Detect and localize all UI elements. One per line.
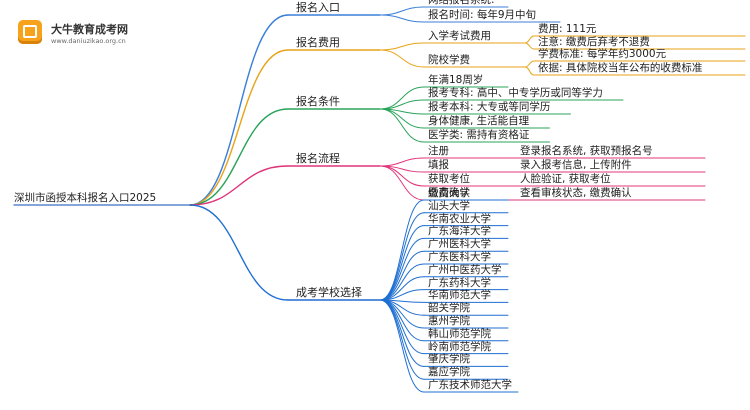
section-0-label: 报名入口 bbox=[296, 1, 340, 14]
section-1-subitem: 注意: 缴费后弃考不退费 bbox=[538, 36, 650, 48]
section-4-item: 广东药科大学 bbox=[428, 276, 491, 289]
section-4-item: 广州医科大学 bbox=[428, 238, 491, 251]
section-3-item: 注册 bbox=[428, 145, 449, 157]
section-4-item: 广东技术师范大学 bbox=[428, 379, 512, 391]
sub-connector bbox=[524, 60, 535, 68]
section-4-item: 汕头大学 bbox=[428, 199, 470, 212]
item-connector bbox=[379, 14, 425, 23]
section-4-item: 惠州学院 bbox=[428, 315, 470, 327]
section-3-item: 填报 bbox=[428, 159, 449, 171]
section-4-item: 肇庆学院 bbox=[428, 353, 470, 366]
root-topic: 深圳市函授本科报名入口2025 bbox=[14, 192, 157, 204]
section-0-item: 报名时间: 每年9月中旬 bbox=[428, 9, 537, 21]
brand-logo: 大牛教育成考网 www.daniuzikao.org.cn bbox=[18, 16, 138, 50]
item-connector bbox=[379, 299, 425, 393]
section-4-item: 华南师范大学 bbox=[428, 289, 491, 302]
section-3-label: 报名流程 bbox=[296, 152, 340, 165]
section-4-label: 成考学校选择 bbox=[296, 286, 362, 299]
section-2-item: 报考专科: 高中、中专学历或同等学力 bbox=[428, 87, 603, 99]
sub-connector bbox=[524, 42, 535, 50]
item-connector bbox=[379, 99, 425, 110]
section-2-item: 身体健康, 生活能自理 bbox=[428, 115, 530, 127]
item-connector bbox=[379, 299, 425, 367]
item-connector bbox=[379, 108, 425, 143]
section-4-item: 广州中医药大学 bbox=[428, 263, 502, 276]
section-3-item: 缴费确认 bbox=[428, 187, 470, 199]
section-4-item: 岭南师范学院 bbox=[428, 340, 491, 353]
brand-name: 大牛教育成考网 bbox=[51, 23, 128, 36]
section-3-note: 登录报名系统, 获取预报名号 bbox=[520, 145, 653, 157]
section-4-item: 广东海洋大学 bbox=[428, 225, 491, 238]
section-1-item: 入学考试费用 bbox=[428, 30, 491, 42]
item-connector bbox=[379, 49, 425, 68]
section-connector bbox=[189, 108, 289, 206]
item-connector bbox=[379, 199, 425, 301]
item-connector bbox=[379, 86, 425, 110]
section-connector bbox=[189, 165, 289, 206]
section-connector bbox=[189, 204, 289, 301]
section-4-item: 韩山师范学院 bbox=[428, 327, 491, 340]
section-1-subitem: 依据: 具体院校当年公布的收费标准 bbox=[538, 62, 703, 74]
item-connector bbox=[379, 42, 425, 51]
section-1-subitem: 学费标准: 每学年约3000元 bbox=[538, 48, 667, 60]
sub-connector bbox=[524, 35, 535, 44]
section-4-item: 华南农业大学 bbox=[428, 212, 491, 225]
item-connector bbox=[379, 6, 425, 16]
section-1-subitem: 费用: 111元 bbox=[538, 23, 597, 35]
section-4-item: 嘉应学院 bbox=[428, 366, 470, 379]
section-3-note: 查看审核状态, 缴费确认 bbox=[520, 187, 632, 199]
section-3-item: 获取考位 bbox=[428, 173, 470, 185]
section-2-item: 医学类: 需持有资格证 bbox=[428, 129, 530, 141]
item-connector bbox=[379, 250, 425, 301]
item-connector bbox=[379, 237, 425, 301]
section-connector bbox=[189, 49, 289, 206]
item-connector bbox=[379, 212, 425, 301]
section-0-item: 网络报名系统: bbox=[428, 0, 495, 6]
section-4-item: 韶关学院 bbox=[428, 302, 470, 315]
section-3-note: 人脸验证, 获取考位 bbox=[520, 173, 611, 185]
section-4-item: 广东医科大学 bbox=[428, 251, 491, 263]
section-3-note: 录入报考信息, 上传附件 bbox=[520, 159, 632, 171]
section-2-label: 报名条件 bbox=[296, 95, 340, 108]
section-1-item: 院校学费 bbox=[428, 54, 470, 66]
section-2-item: 报考本科: 大专或等同学历 bbox=[428, 101, 551, 113]
brand-url: www.daniuzikao.org.cn bbox=[51, 37, 126, 45]
section-1-label: 报名费用 bbox=[296, 36, 340, 49]
item-connector bbox=[379, 165, 425, 201]
book-icon bbox=[18, 20, 42, 44]
item-connector bbox=[379, 299, 425, 329]
sub-connector bbox=[524, 66, 535, 76]
section-connector bbox=[189, 14, 289, 206]
item-connector bbox=[379, 157, 425, 167]
section-2-item: 年满18周岁 bbox=[428, 74, 484, 86]
section-4-item: 暨南大学 bbox=[428, 187, 470, 199]
